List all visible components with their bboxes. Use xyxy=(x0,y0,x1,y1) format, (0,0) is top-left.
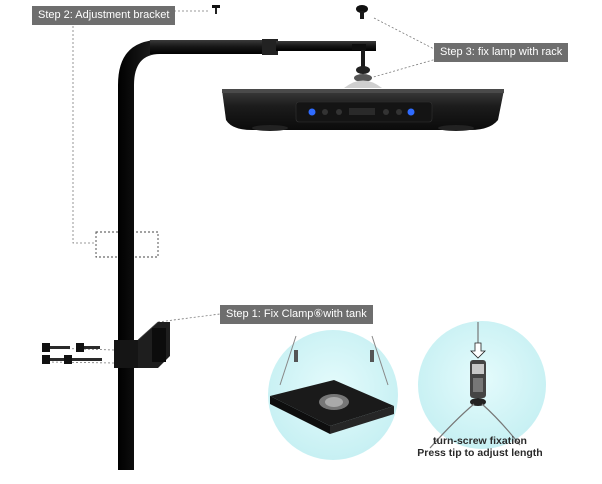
lamp-mount xyxy=(344,50,382,88)
led-button-icon xyxy=(308,108,316,116)
caption-line-1: turn-screw fixation xyxy=(433,435,527,447)
tank-clamp xyxy=(114,321,170,368)
lamp-knob-icon xyxy=(356,5,368,19)
led-button-icon xyxy=(407,108,415,116)
caption-line-2: Press tip to adjust length xyxy=(417,447,543,459)
adjustment-screw-icon xyxy=(212,5,220,14)
step-2-label: Step 2: Adjustment bracket xyxy=(32,6,176,25)
lamp-display xyxy=(349,108,375,115)
hanging-lamp-circle xyxy=(268,330,398,460)
step-3-label: Step 3: fix lamp with rack xyxy=(434,43,569,62)
turn-screw-circle xyxy=(418,321,546,449)
clamp-screws xyxy=(42,343,102,364)
led-lamp xyxy=(222,89,504,131)
turn-screw-caption: turn-screw fixation Press tip to adjust … xyxy=(400,435,560,459)
bracket xyxy=(118,39,376,470)
step-1-label: Step 1: Fix Clamp⑥with tank xyxy=(220,305,373,324)
